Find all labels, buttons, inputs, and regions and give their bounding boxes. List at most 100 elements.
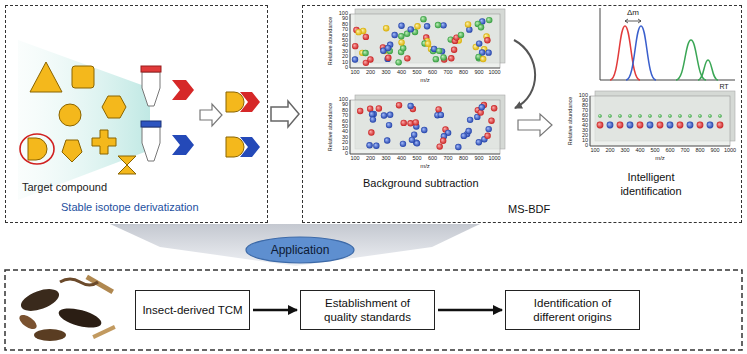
- ion-sphere: [373, 143, 379, 149]
- ion-sphere: [367, 106, 373, 112]
- ion-sphere: [400, 45, 406, 51]
- tick-label: 1000: [488, 156, 500, 162]
- ion-sphere: [597, 122, 604, 129]
- ion-sphere: [385, 45, 391, 51]
- chromatogram: [626, 26, 656, 80]
- ion-sphere: [384, 137, 390, 143]
- ion-sphere: [400, 141, 406, 147]
- curved-arrow: [514, 40, 535, 108]
- ion-sphere: [414, 23, 420, 29]
- insect-picture: [60, 279, 98, 285]
- axis-title: Relative abundance: [328, 17, 334, 66]
- axis-title: Relative abundance: [568, 97, 574, 146]
- insect-picture: [34, 329, 66, 341]
- ion-sphere: [367, 56, 373, 62]
- reagent-tubes: [141, 66, 161, 72]
- panel-caption: MS-BDF: [508, 203, 550, 217]
- light-beam: [18, 40, 150, 200]
- ion-sphere: [479, 104, 485, 110]
- tick-label: 900: [474, 156, 483, 162]
- ion-sphere: [448, 55, 454, 61]
- ion-sphere: [478, 24, 484, 30]
- ion-sphere: [648, 114, 652, 118]
- ion-sphere: [697, 122, 704, 129]
- tick-label: 0: [585, 143, 588, 149]
- hollow-arrow: [200, 104, 222, 126]
- ion-sphere: [425, 41, 431, 47]
- ion-sphere: [678, 114, 682, 118]
- hollow-arrow: [200, 104, 222, 126]
- compound-shapes: [62, 140, 82, 162]
- ms-plot: [590, 96, 730, 146]
- ion-sphere: [628, 114, 632, 118]
- chromatogram: [625, 19, 641, 23]
- tick-label: 400: [397, 70, 406, 76]
- curved-arrow: [514, 40, 535, 108]
- ion-sphere: [407, 103, 413, 109]
- ion-sphere: [392, 32, 398, 38]
- chromatogram: [600, 8, 735, 80]
- ion-sphere: [480, 56, 486, 62]
- ion-sphere: [637, 122, 644, 129]
- ion-sphere: [396, 102, 402, 108]
- ion-sphere: [436, 48, 442, 54]
- ion-sphere: [698, 114, 702, 118]
- ion-sphere: [363, 34, 369, 40]
- ms-plot: [350, 14, 500, 68]
- dashed-panel: Background subtractionMS-BDFIntelligent …: [302, 5, 742, 223]
- ion-sphere: [485, 49, 491, 55]
- ion-sphere: [467, 117, 473, 123]
- ion-sphere: [707, 122, 714, 129]
- illustration-label: Target compound: [22, 182, 107, 193]
- insect-picture: [17, 312, 39, 332]
- tick-label: 1000: [488, 70, 500, 76]
- tick-label: 900: [474, 70, 483, 76]
- insect-picture: [92, 325, 115, 339]
- ion-sphere: [458, 32, 464, 38]
- tick-label: 100: [590, 148, 599, 154]
- tick-label: 600: [665, 148, 674, 154]
- compound-shapes: [59, 104, 81, 126]
- ion-sphere: [387, 112, 393, 118]
- ion-sphere: [437, 143, 443, 149]
- derivatized-products: [226, 92, 260, 157]
- ion-sphere: [398, 39, 404, 45]
- ion-sphere: [717, 122, 724, 129]
- ion-sphere: [486, 126, 492, 132]
- ion-sphere: [398, 23, 404, 29]
- panel-caption: Stable isotope derivatization: [61, 201, 199, 215]
- ion-sphere: [627, 122, 634, 129]
- ion-sphere: [408, 26, 414, 32]
- ion-sphere: [409, 137, 415, 143]
- ion-sphere: [435, 22, 441, 28]
- ion-sphere: [476, 139, 482, 145]
- tick-label: 400: [397, 156, 406, 162]
- tick-label: 400: [635, 148, 644, 154]
- compound-shapes: [102, 96, 126, 118]
- application-arrow: [110, 224, 480, 266]
- isotope-tags: [172, 80, 194, 155]
- ms-plot: [350, 14, 500, 68]
- hollow-arrow: [518, 114, 552, 136]
- axis-title: RT: [719, 83, 728, 90]
- tick-label: 600: [428, 156, 437, 162]
- ion-sphere: [440, 54, 446, 60]
- ion-sphere: [607, 122, 614, 129]
- panel-caption: Background subtraction: [363, 177, 479, 191]
- tick-label: 800: [459, 156, 468, 162]
- ms-plots: [350, 9, 735, 154]
- ion-sphere: [451, 47, 457, 53]
- tick-label: 200: [366, 156, 375, 162]
- bottom-panel: [5, 270, 742, 350]
- application-arrow: [110, 224, 480, 266]
- tick-label: 500: [412, 156, 421, 162]
- ion-sphere: [398, 33, 404, 39]
- axis-title: m/z: [655, 155, 665, 161]
- axis-title: m/z: [420, 77, 430, 83]
- bottom-panel: [5, 270, 742, 350]
- ion-sphere: [433, 56, 439, 62]
- ion-sphere: [401, 120, 407, 126]
- ion-sphere: [362, 50, 368, 56]
- ion-sphere: [383, 25, 389, 31]
